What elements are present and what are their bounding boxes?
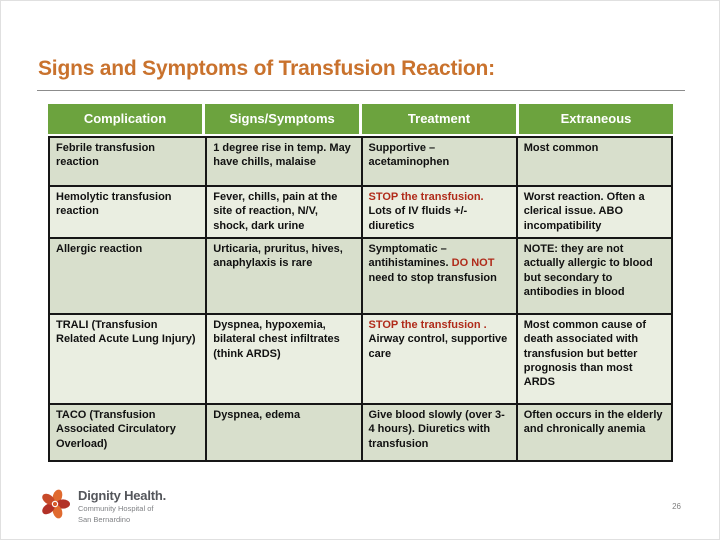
treatment-text: Supportive – acetaminophen [368,142,450,169]
column-header-complication: Complication [48,104,202,134]
slide-page-number: 26 [672,502,681,511]
cell-complication: Allergic reaction [50,239,206,313]
cell-treatment: Give blood slowly (over 3-4 hours). Diur… [360,405,516,460]
cell-treatment: STOP the transfusion. Lots of IV fluids +… [360,187,516,237]
treatment-text-post: Airway control, supportive care [368,333,508,360]
dignity-health-flower-icon [42,489,70,519]
treatment-alert-text: DO NOT [451,257,495,270]
cell-extraneous: Often occurs in the elderly and chronica… [515,405,671,460]
cell-extraneous: Most common cause of death associated wi… [515,315,671,403]
footer-hospital-line2: San Bernardino [78,514,131,524]
cell-signs: Dyspnea, hypoxemia, bilateral chest infi… [205,315,361,403]
table-row-febrile: Febrile transfusion reaction 1 degree ri… [50,138,671,185]
footer-logo: Dignity Health. Community Hospital of Sa… [39,488,166,525]
column-header-signs-symptoms: Signs/Symptoms [205,104,359,134]
cell-complication: Febrile transfusion reaction [50,138,206,185]
treatment-text-post: Lots of IV fluids +/- diuretics [368,205,468,232]
cell-extraneous: Most common [515,138,671,185]
footer-hospital-line1: Community Hospital of [78,504,154,513]
treatment-alert-text: STOP the transfusion . [368,319,487,331]
cell-treatment: STOP the transfusion . Airway control, su… [360,315,516,403]
cell-complication: TACO (Transfusion Associated Circulatory… [50,405,206,460]
table-row-trali: TRALI (Transfusion Related Acute Lung In… [50,313,671,403]
cell-complication: Hemolytic transfusion reaction [50,187,206,237]
cell-complication: TRALI (Transfusion Related Acute Lung In… [50,315,206,403]
cell-treatment: Symptomatic – antihistamines. DO NOT nee… [360,239,516,313]
treatment-text-post: need to stop transfusion [368,271,497,284]
footer-brand-name: Dignity Health. [78,488,167,503]
treatment-text: Symptomatic – antihistamines. [368,243,452,270]
cell-signs: 1 degree rise in temp. May have chills, … [205,138,361,185]
table-header-row: Complication Signs/Symptoms Treatment Ex… [48,104,673,134]
cell-treatment: Supportive – acetaminophen [360,138,516,185]
cell-extraneous: Worst reaction. Often a clerical issue. … [515,187,671,237]
table-row-allergic: Allergic reaction Urticaria, pruritus, h… [50,237,671,313]
cell-signs: Fever, chills, pain at the site of react… [205,187,361,237]
title-divider [37,90,685,91]
page-title: Signs and Symptoms of Transfusion Reacti… [38,57,495,80]
table-row-hemolytic: Hemolytic transfusion reaction Fever, ch… [50,185,671,237]
column-header-extraneous: Extraneous [519,104,673,134]
cell-extraneous: NOTE: they are not actually allergic to … [515,239,671,313]
transfusion-reaction-table: Complication Signs/Symptoms Treatment Ex… [48,104,673,462]
treatment-alert-text: STOP the transfusion. [368,191,484,203]
treatment-text: Give blood slowly (over 3-4 hours). Diur… [368,409,505,450]
cell-signs: Dyspnea, edema [205,405,361,460]
table-body: Febrile transfusion reaction 1 degree ri… [48,136,673,462]
column-header-treatment: Treatment [362,104,516,134]
cell-signs: Urticaria, pruritus, hives, anaphylaxis … [205,239,361,313]
footer-logo-text: Dignity Health. Community Hospital of Sa… [78,488,166,525]
table-row-taco: TACO (Transfusion Associated Circulatory… [50,403,671,460]
